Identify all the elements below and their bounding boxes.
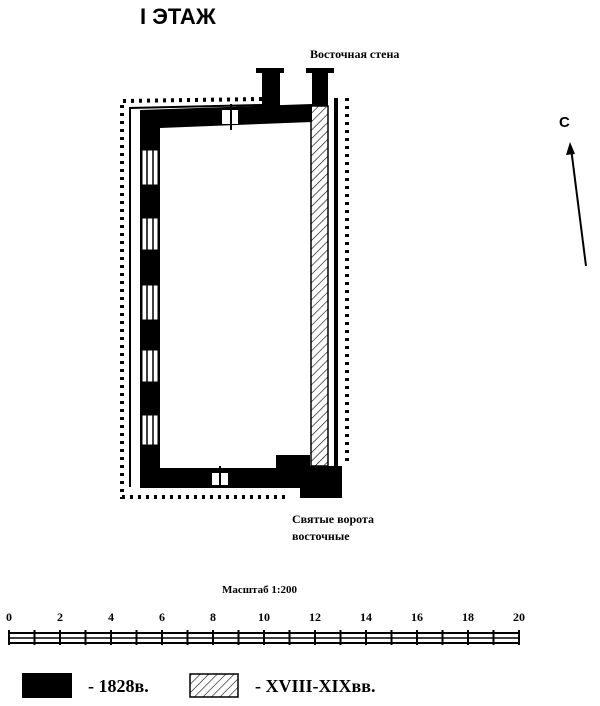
scale-tick-label: 20 [513,610,525,624]
gate-label-line1: Святые ворота [292,512,375,526]
scale-tick-label: 4 [108,610,114,624]
hatched-east-wall [310,105,329,467]
scale-tick-label: 2 [57,610,63,624]
scale-tick-label: 16 [411,610,423,624]
legend-swatch-1828 [22,673,72,698]
scale-tick-label: 12 [309,610,321,624]
thin-east-line [334,98,338,466]
north-door [222,104,238,130]
scale-tick-label: 10 [258,610,270,624]
floor-title: I ЭТАЖ [140,4,216,29]
legend-label-hatched: - XVIII-XIXвв. [255,676,376,696]
legend-swatch-hatched [189,673,239,698]
legend-label-1828: - 1828в. [88,676,149,696]
east-wall-label: Восточная стена [310,47,400,61]
scale-tick-label: 6 [159,610,165,624]
north-arrow-icon [566,142,587,267]
south-door [212,466,228,486]
thin-line [129,104,263,487]
scale-tick-label: 14 [360,610,372,624]
scale-bar [8,630,520,645]
scale-tick-label: 18 [462,610,474,624]
scale-title: Масштаб 1:200 [222,584,298,596]
scale-tick-label: 0 [6,610,12,624]
dotted-boundary [120,97,349,499]
gate-label-line2: восточные [292,529,350,543]
north-label: С [559,114,570,131]
scale-tick-label: 8 [210,610,216,624]
